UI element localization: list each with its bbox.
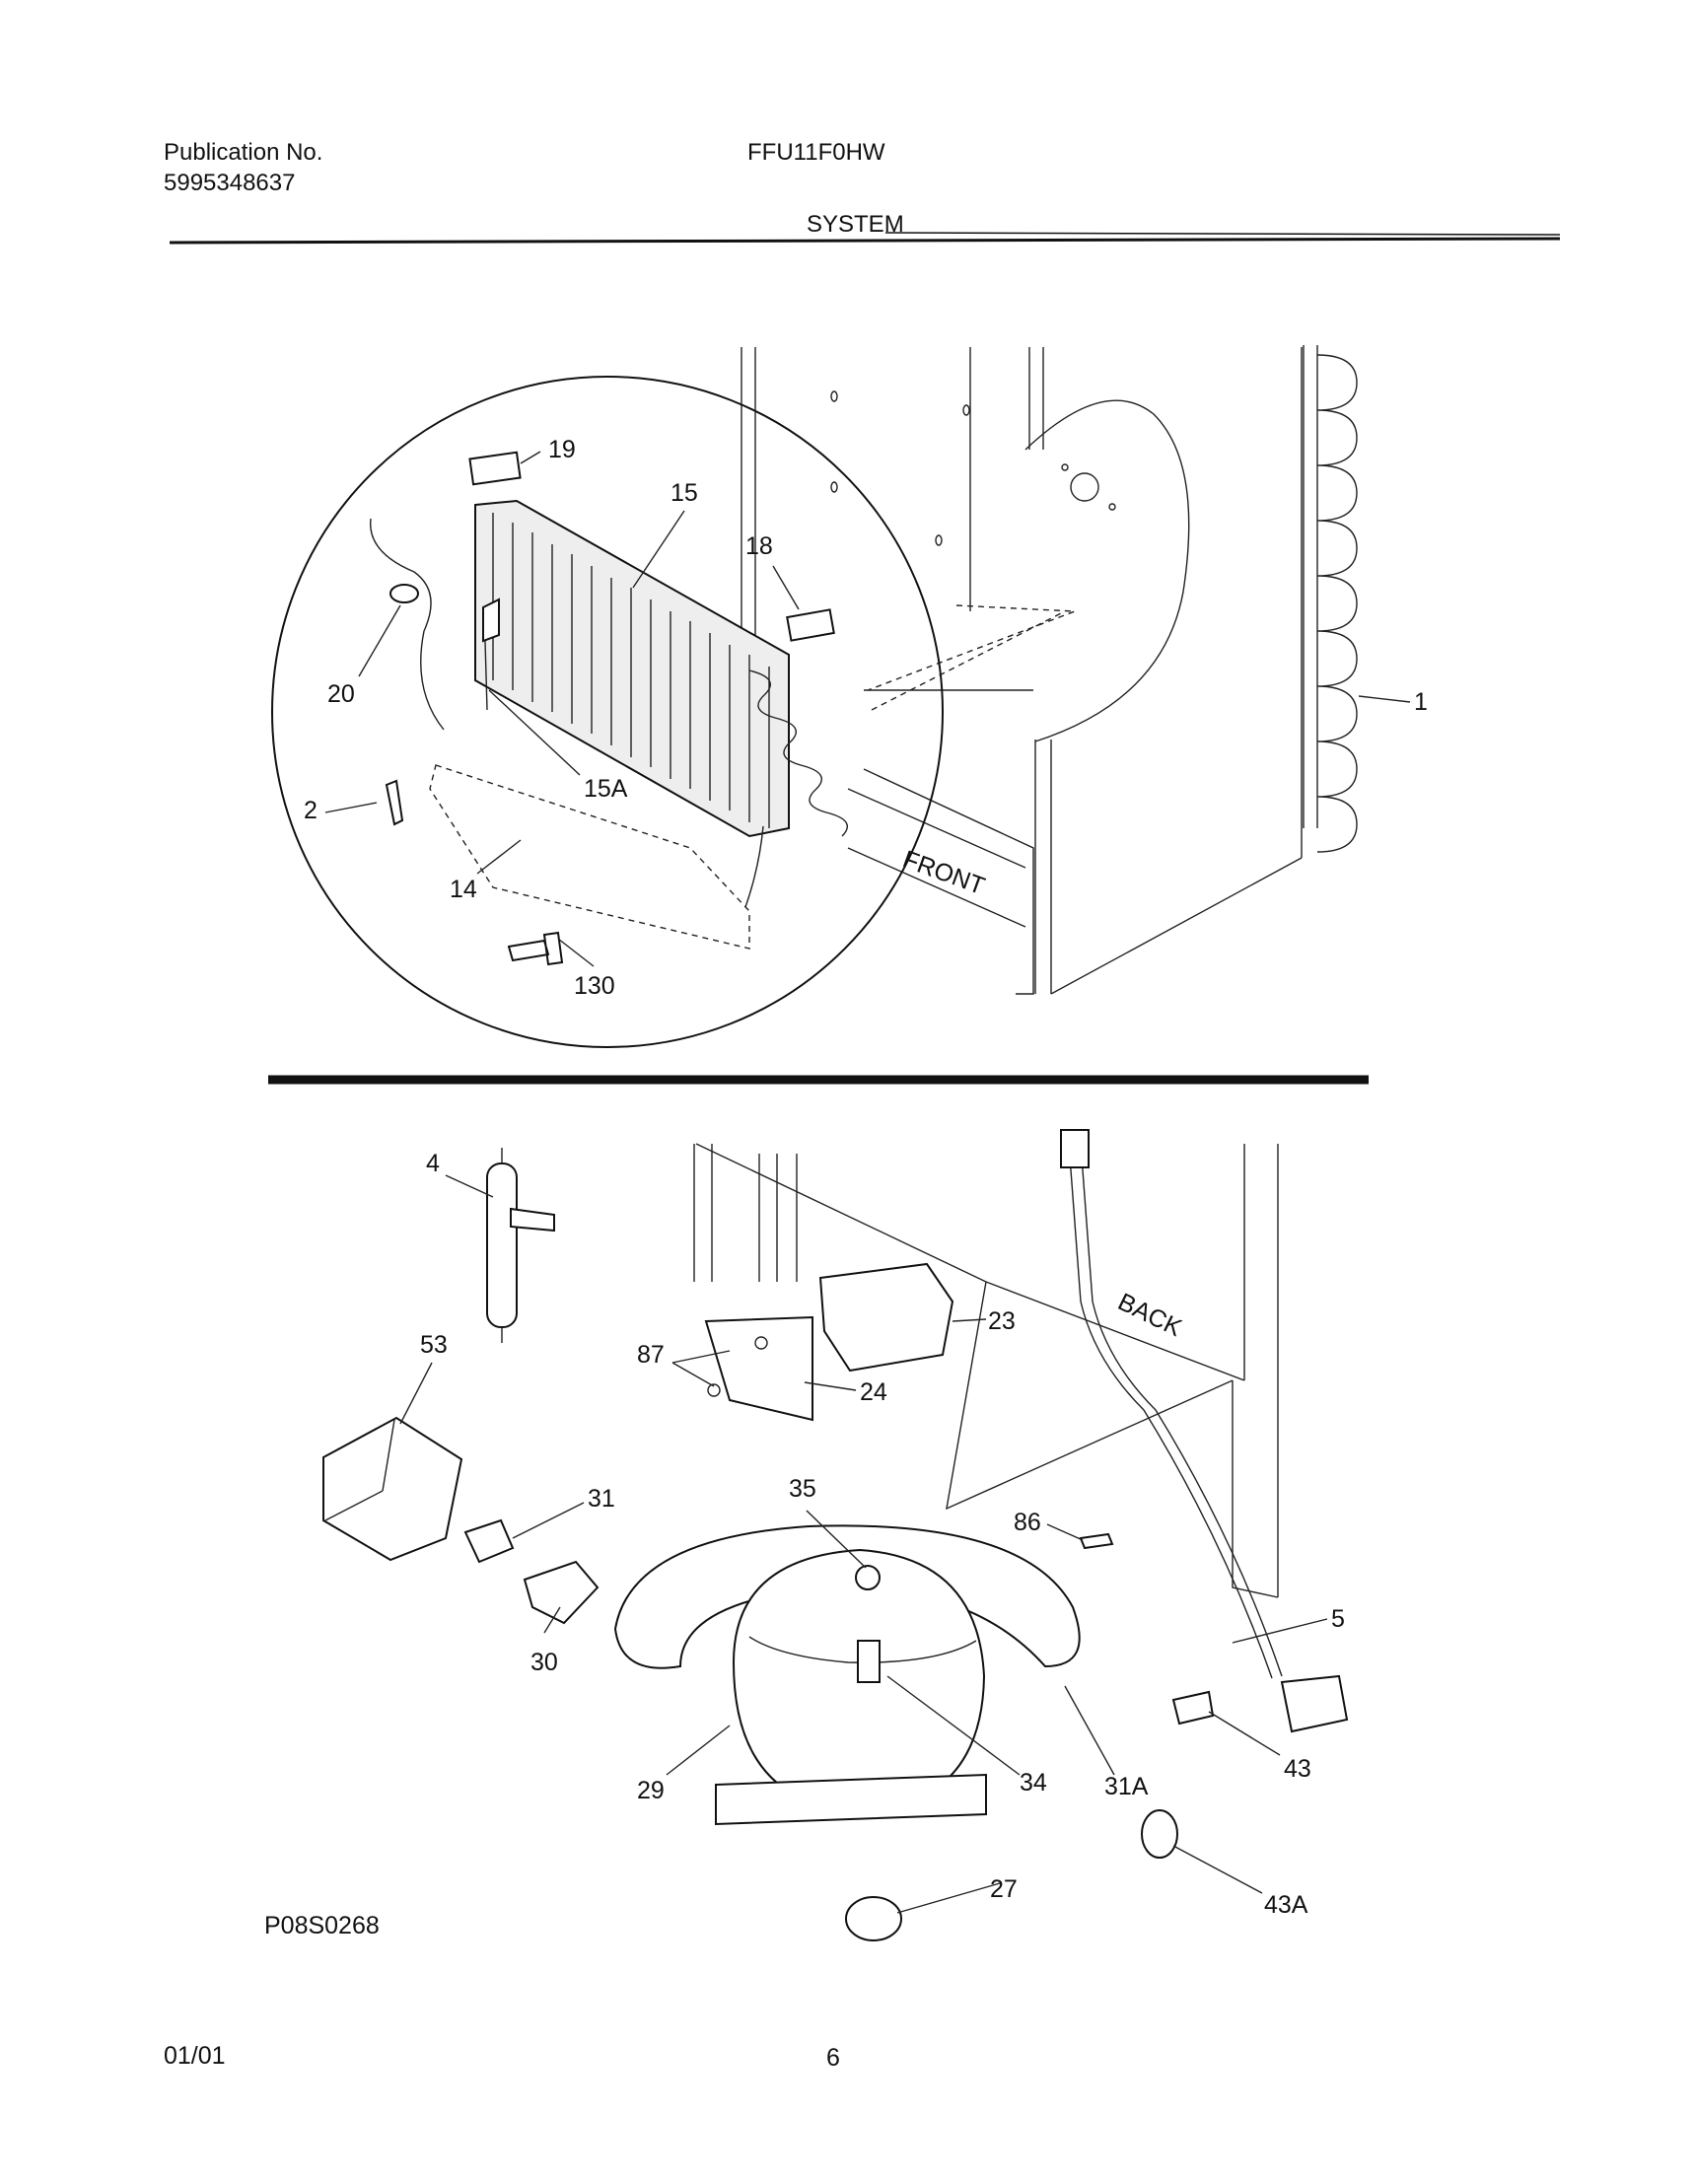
part-label-15: 15 bbox=[671, 479, 698, 507]
part-label-53: 53 bbox=[420, 1331, 448, 1359]
cord-clip-part bbox=[1171, 1690, 1215, 1726]
drain-tube-part bbox=[507, 931, 564, 966]
drier-fitting-part bbox=[482, 598, 500, 643]
part-label-20: 20 bbox=[327, 680, 355, 708]
part-label-4: 4 bbox=[426, 1150, 440, 1177]
evaporator-coil bbox=[474, 499, 848, 838]
page-number: 6 bbox=[826, 2044, 840, 2072]
part-label-1: 1 bbox=[1414, 688, 1428, 716]
part-label-35: 35 bbox=[789, 1475, 816, 1503]
part-label-30: 30 bbox=[530, 1649, 558, 1676]
part-label-31A: 31A bbox=[1104, 1773, 1149, 1800]
publication-label: Publication No. bbox=[164, 139, 323, 166]
top-leader-lines bbox=[324, 451, 800, 967]
part-label-43: 43 bbox=[1284, 1755, 1311, 1783]
cabinet-frame bbox=[741, 347, 1303, 995]
part-label-29: 29 bbox=[637, 1777, 665, 1804]
evaporator-cover-part bbox=[786, 608, 835, 642]
part-label-24: 24 bbox=[860, 1378, 887, 1406]
compressor-part bbox=[715, 1548, 987, 1826]
evaporator-cover-part bbox=[468, 451, 522, 486]
part-label-87: 87 bbox=[637, 1341, 665, 1369]
model-number: FFU11F0HW bbox=[747, 139, 885, 166]
thermostat-sensor-part bbox=[389, 584, 419, 603]
compressor-mounting-pan-part bbox=[613, 1524, 1081, 1669]
part-label-31: 31 bbox=[588, 1485, 615, 1513]
part-label-27: 27 bbox=[990, 1875, 1018, 1903]
mounting-bracket-part bbox=[704, 1315, 813, 1422]
section-underline bbox=[884, 232, 1561, 236]
drain-trough-part bbox=[429, 764, 750, 950]
bottom-leader-lines bbox=[399, 1174, 1328, 1914]
rear-cabinet-frame bbox=[693, 1143, 1279, 1598]
part-label-19: 19 bbox=[548, 436, 576, 463]
compressor-grommet-sleeve-part bbox=[857, 1640, 881, 1683]
part-label-23: 23 bbox=[988, 1307, 1016, 1335]
part-label-14: 14 bbox=[450, 876, 477, 903]
detail-magnifier-circle bbox=[271, 376, 944, 1048]
part-label-5: 5 bbox=[1331, 1605, 1345, 1633]
power-cord-plug-part bbox=[1280, 1674, 1349, 1733]
clip-part bbox=[385, 779, 404, 826]
filter-drier-part bbox=[486, 1148, 555, 1343]
header-rule bbox=[169, 237, 1561, 245]
part-label-43A: 43A bbox=[1264, 1891, 1308, 1919]
screw-part bbox=[754, 1336, 768, 1350]
wiring-harness bbox=[1068, 1143, 1273, 1679]
tubing-clip-part bbox=[1141, 1809, 1178, 1859]
start-relay-part bbox=[523, 1560, 600, 1625]
publication-number: 5995348637 bbox=[164, 170, 296, 196]
condenser-coil bbox=[1303, 345, 1358, 853]
part-label-130: 130 bbox=[574, 972, 615, 1000]
screw-part bbox=[707, 1383, 721, 1397]
compressor-bolt-part bbox=[855, 1565, 881, 1590]
part-label-2: 2 bbox=[304, 797, 318, 824]
part-label-86: 86 bbox=[1014, 1509, 1041, 1536]
compressor-grommet-part bbox=[845, 1896, 902, 1941]
front-label: FRONT bbox=[899, 845, 988, 900]
part-label-15A: 15A bbox=[584, 775, 628, 803]
screw-part bbox=[1079, 1532, 1114, 1550]
drawing-id: P08S0268 bbox=[264, 1912, 380, 1939]
relay-cover-part bbox=[322, 1416, 463, 1562]
part-label-18: 18 bbox=[745, 532, 773, 560]
tube-part bbox=[484, 640, 488, 711]
defrost-heater-wire bbox=[370, 518, 445, 731]
part-label-34: 34 bbox=[1020, 1769, 1047, 1797]
overload-protector-part bbox=[463, 1518, 515, 1564]
defrost-timer-part bbox=[818, 1262, 954, 1373]
footer-date: 01/01 bbox=[164, 2042, 226, 2070]
capillary-tube-part bbox=[744, 825, 764, 908]
harness-connector-part bbox=[1060, 1129, 1090, 1168]
